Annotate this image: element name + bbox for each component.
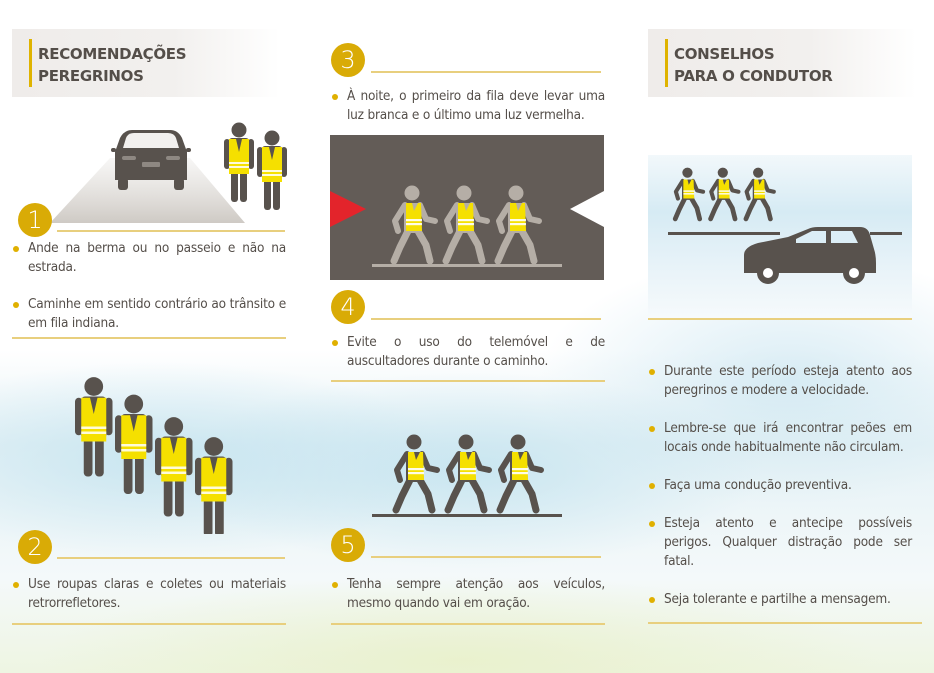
step-1-rule — [57, 230, 285, 232]
step-number-2: 2 — [18, 530, 52, 564]
step-1-bullets: Ande na berma ou no passeio e não na est… — [12, 239, 286, 333]
heading-line-1: CONSELHOS — [674, 45, 775, 63]
step-number-5: 5 — [331, 528, 365, 562]
heading-line-1: RECOMENDAÇÕES — [38, 45, 187, 63]
step-4-rule — [371, 318, 601, 320]
step-3-rule — [371, 71, 601, 73]
section-divider — [648, 622, 922, 624]
step-number-1: 1 — [18, 203, 52, 237]
driver-advice-heading: CONSELHOS PARA O CONDUTOR — [648, 29, 916, 97]
step-2-bullets: Use roupas claras e coletes ou materiais… — [12, 575, 286, 613]
bullet-item: Use roupas claras e coletes ou materiais… — [12, 575, 286, 613]
step-number-3: 3 — [331, 43, 365, 77]
walk-on-shoulder-illustration — [20, 118, 290, 228]
bullet-item: Tenha sempre atenção aos veículos, mesmo… — [331, 575, 605, 613]
step-3-bullets: À noite, o primeiro da fila deve levar u… — [331, 87, 605, 125]
car-front-icon — [111, 130, 191, 190]
driver-illustration — [648, 155, 912, 318]
bullet-item: Ande na berma ou no passeio e não na est… — [12, 239, 286, 277]
heading-line-2: PARA O CONDUTOR — [674, 67, 833, 85]
bullet-item: Lembre-se que irá encontrar peões em loc… — [648, 419, 912, 457]
bullet-item: Caminhe em sentido contrário ao trânsito… — [12, 295, 286, 333]
step-4-bullets: Evite o uso do telemóvel e de auscultado… — [331, 333, 605, 371]
red-light-triangle-icon — [330, 191, 366, 227]
heading-accent-bar — [29, 39, 32, 87]
section-divider — [331, 380, 605, 382]
bullet-item: Esteja atento e antecipe possíveis perig… — [648, 514, 912, 571]
walking-pilgrims-illustration — [370, 432, 570, 522]
bullet-item: Evite o uso do telemóvel e de auscultado… — [331, 333, 605, 371]
bullet-item: Faça uma condução preventiva. — [648, 476, 912, 495]
step-5-rule — [371, 556, 601, 558]
section-divider — [12, 337, 286, 339]
heading-line-2: PEREGRINOS — [38, 67, 144, 85]
bullet-item: Seja tolerante e partilhe a mensagem. — [648, 590, 912, 609]
reflective-vests-illustration — [70, 374, 240, 534]
bullet-item: À noite, o primeiro da fila deve levar u… — [331, 87, 605, 125]
white-light-triangle-icon — [570, 191, 604, 227]
step-2-rule — [57, 557, 285, 559]
section-divider — [648, 318, 912, 320]
step-number-4: 4 — [331, 290, 365, 324]
section-divider — [331, 623, 605, 625]
driver-advice-bullets: Durante este período esteja atento aos p… — [648, 362, 912, 609]
section-divider — [12, 623, 286, 625]
car-side-icon — [744, 227, 876, 284]
bullet-item: Durante este período esteja atento aos p… — [648, 362, 912, 400]
night-walking-panel — [330, 135, 604, 280]
step-5-bullets: Tenha sempre atenção aos veículos, mesmo… — [331, 575, 605, 613]
heading-accent-bar — [665, 39, 668, 87]
pilgrim-recommendations-heading: RECOMENDAÇÕES PEREGRINOS — [12, 29, 280, 97]
